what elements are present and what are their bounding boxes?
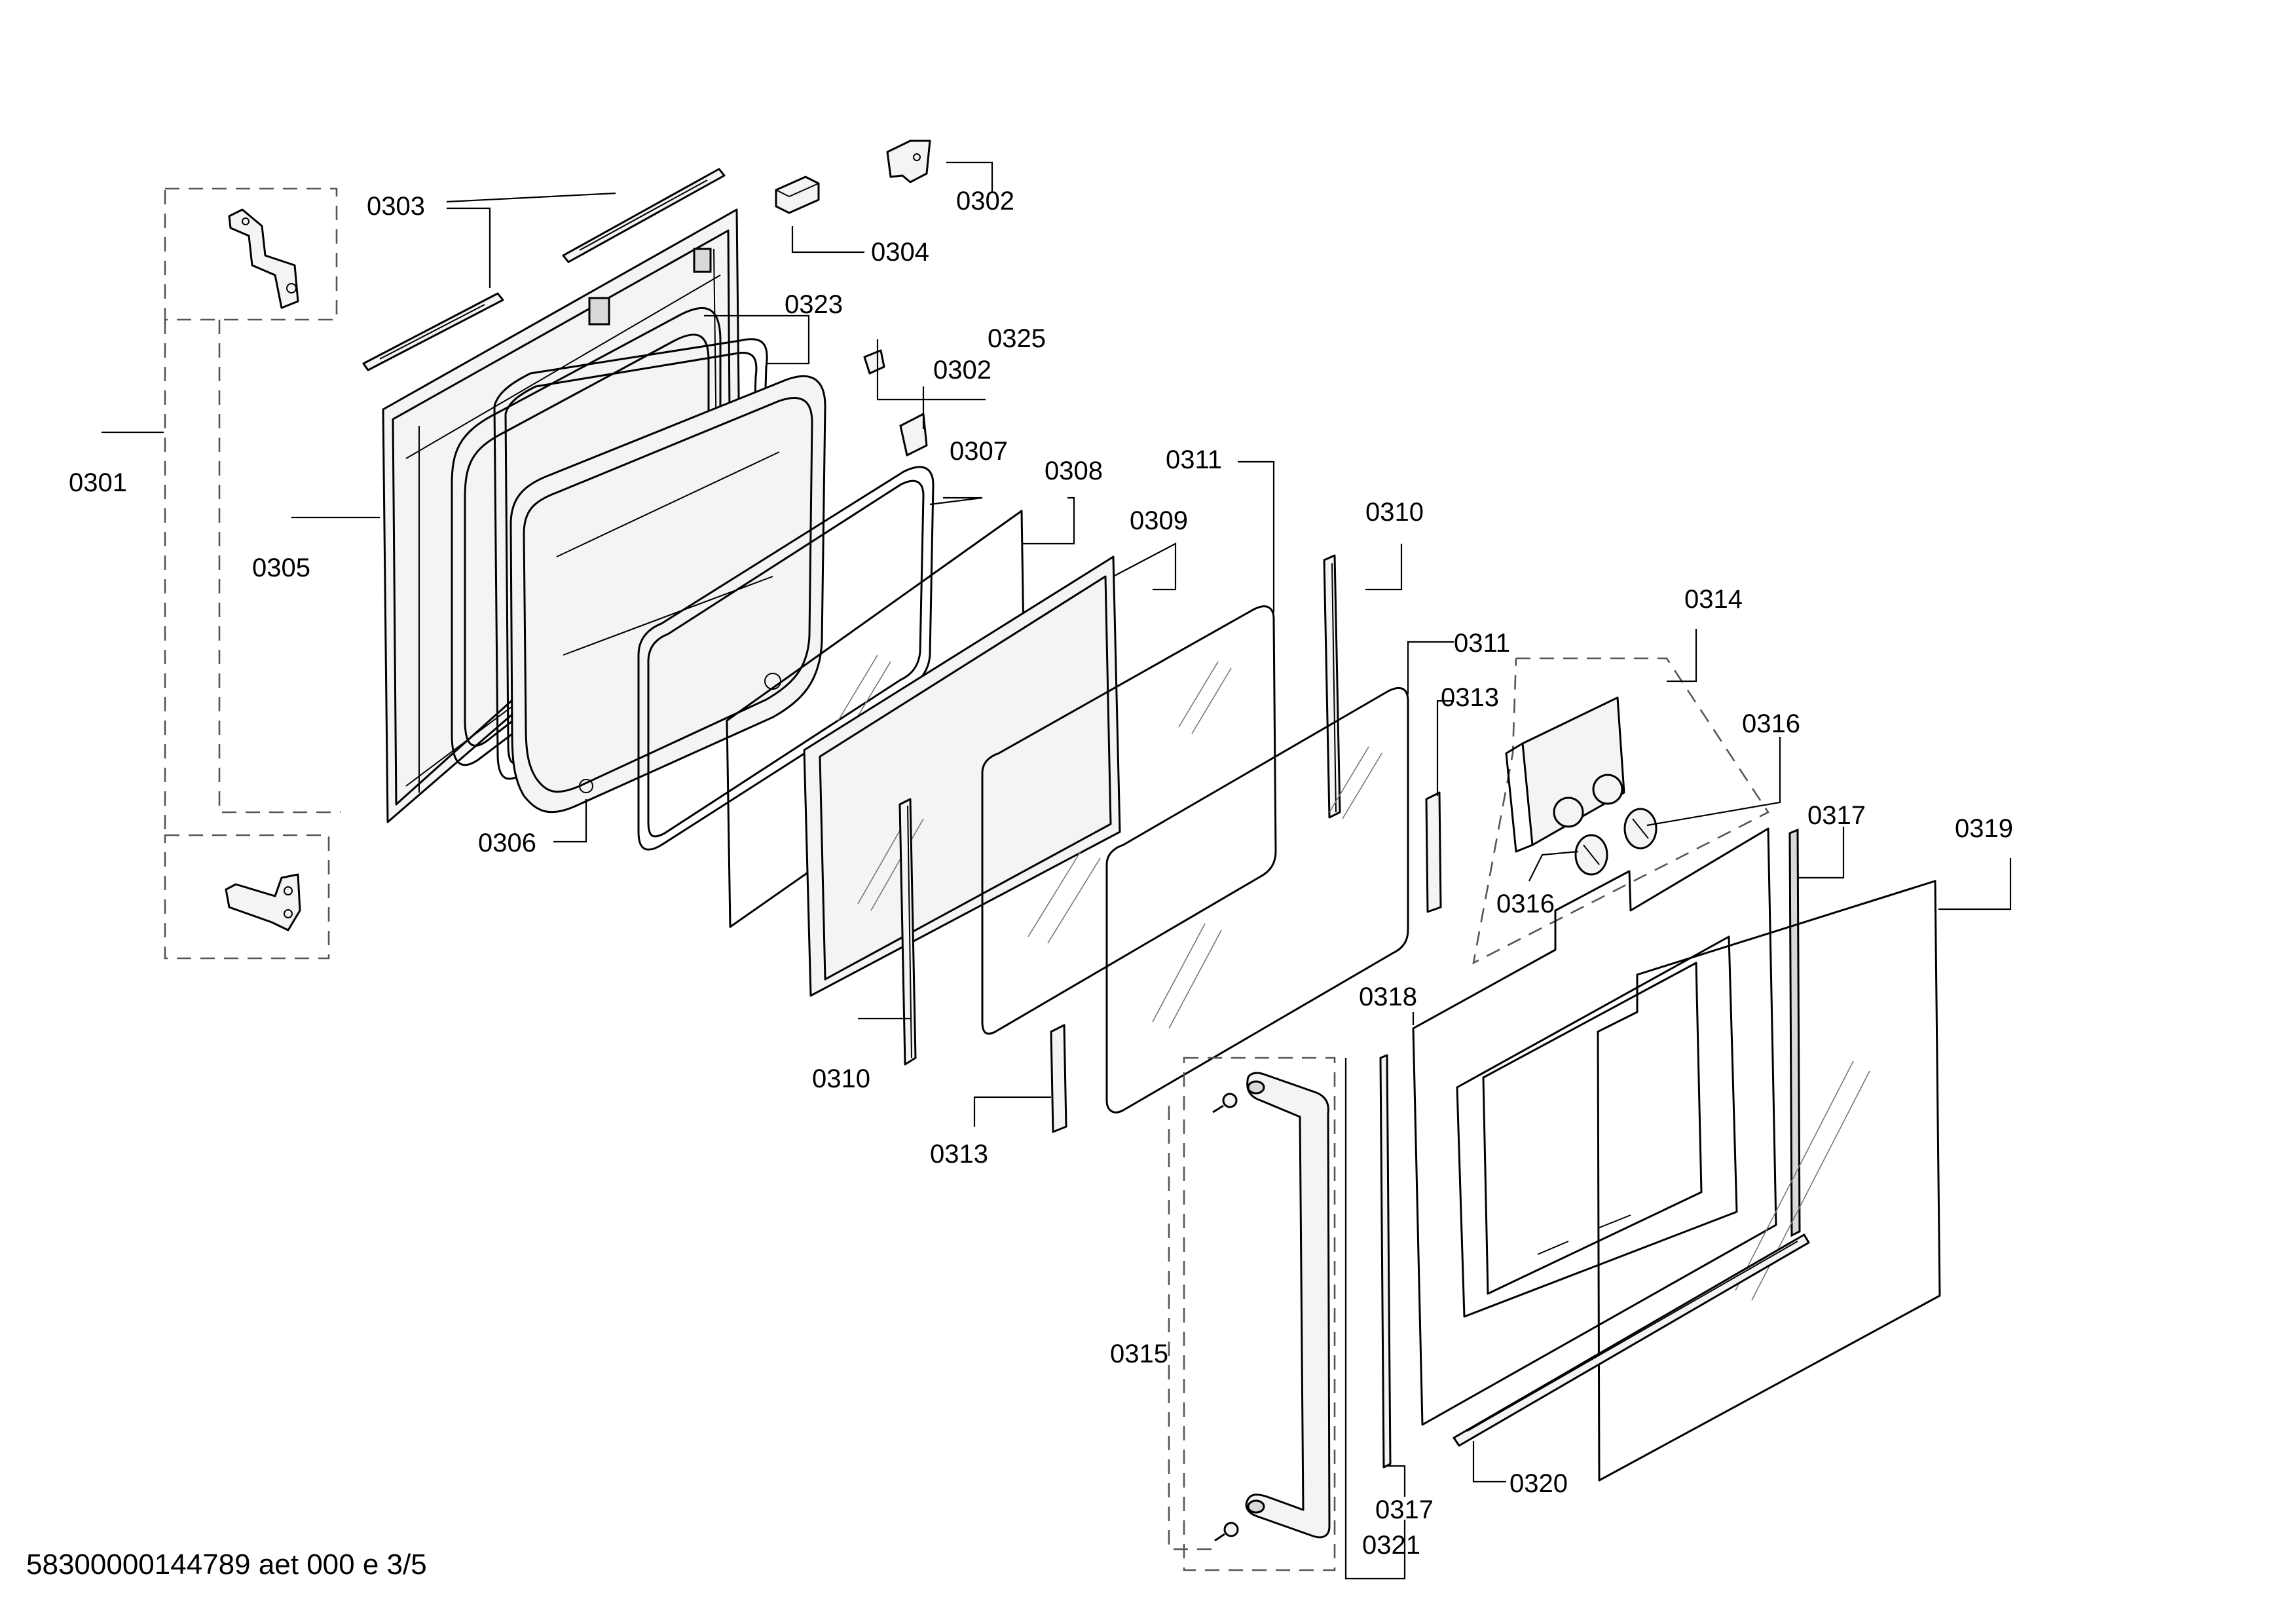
label-0316-bottom: 0316 [1496,890,1555,918]
label-0309: 0309 [1130,506,1188,535]
glass-pane-0311-front [1105,687,1409,1114]
label-0302-mid: 0302 [933,356,991,385]
label-0303: 0303 [367,192,425,221]
knob-0316-left [1574,834,1608,876]
label-0316-top: 0316 [1742,709,1800,738]
label-0313-left: 0313 [930,1140,988,1169]
strip-0320 [1453,1233,1810,1447]
block-0304 [775,176,820,214]
hinge-clip-0302-mid [899,413,928,457]
rail-0310-right [1323,554,1341,819]
label-0313-right: 0313 [1441,683,1499,712]
document-reference: 58300000144789 aet 000 e 3/5 [26,1548,427,1581]
trim-0317-left [1379,1054,1392,1469]
label-0310-right: 0310 [1365,498,1424,527]
label-0308: 0308 [1045,457,1103,485]
hinge-bracket-top [228,208,299,309]
hinge-clip-0302-top [886,140,931,183]
clip-0313-right [1425,791,1442,913]
assembly-0301-outline [164,187,341,960]
label-0321: 0321 [1362,1531,1420,1560]
outer-frame-0318 [1412,827,1777,1426]
clip-0313-left [1050,1024,1067,1133]
gasket-0307 [637,466,935,851]
strip-0303-left [362,292,504,371]
label-0311-front: 0311 [1454,629,1510,658]
front-glass-0319 [1597,880,1941,1482]
handle-screw-bottom [1214,1522,1239,1542]
label-0310-left: 0310 [812,1064,870,1093]
assembly-0314-outline [1472,657,1769,965]
label-0314: 0314 [1684,585,1743,614]
frame-0309 [803,555,1121,997]
label-0325: 0325 [988,324,1046,353]
label-0315: 0315 [1110,1340,1168,1368]
leader-lines [102,161,2012,1497]
label-0305: 0305 [252,554,310,582]
assembly-0321-outline [1344,1058,1406,1580]
handle-screw-top [1212,1093,1238,1114]
hinge-bracket-bottom [225,873,301,931]
label-0307: 0307 [950,437,1008,466]
assembly-0315-outline [1168,1057,1336,1571]
part-labels: 0301 0302 0302 0303 0304 0305 0306 0307 … [69,187,2013,1560]
label-0319: 0319 [1955,814,2013,843]
trim-0317-right [1788,828,1801,1237]
door-handle [1245,1072,1331,1539]
label-0323: 0323 [785,290,843,319]
rail-0310-left [898,798,917,1066]
glass-pane-0311-back [981,605,1277,1035]
knob-0316-right [1623,808,1657,850]
label-0304: 0304 [871,238,929,267]
label-0318: 0318 [1359,983,1417,1011]
label-0311-back: 0311 [1166,445,1222,474]
clip-0325 [863,349,885,375]
label-0317-top: 0317 [1807,801,1866,830]
label-0320: 0320 [1509,1469,1568,1498]
label-0301: 0301 [69,468,127,497]
control-module [1505,696,1625,853]
label-0302-top: 0302 [956,187,1014,216]
label-0317-bottom: 0317 [1375,1495,1434,1524]
strip-0303-right [562,168,726,263]
label-0306: 0306 [478,829,536,857]
